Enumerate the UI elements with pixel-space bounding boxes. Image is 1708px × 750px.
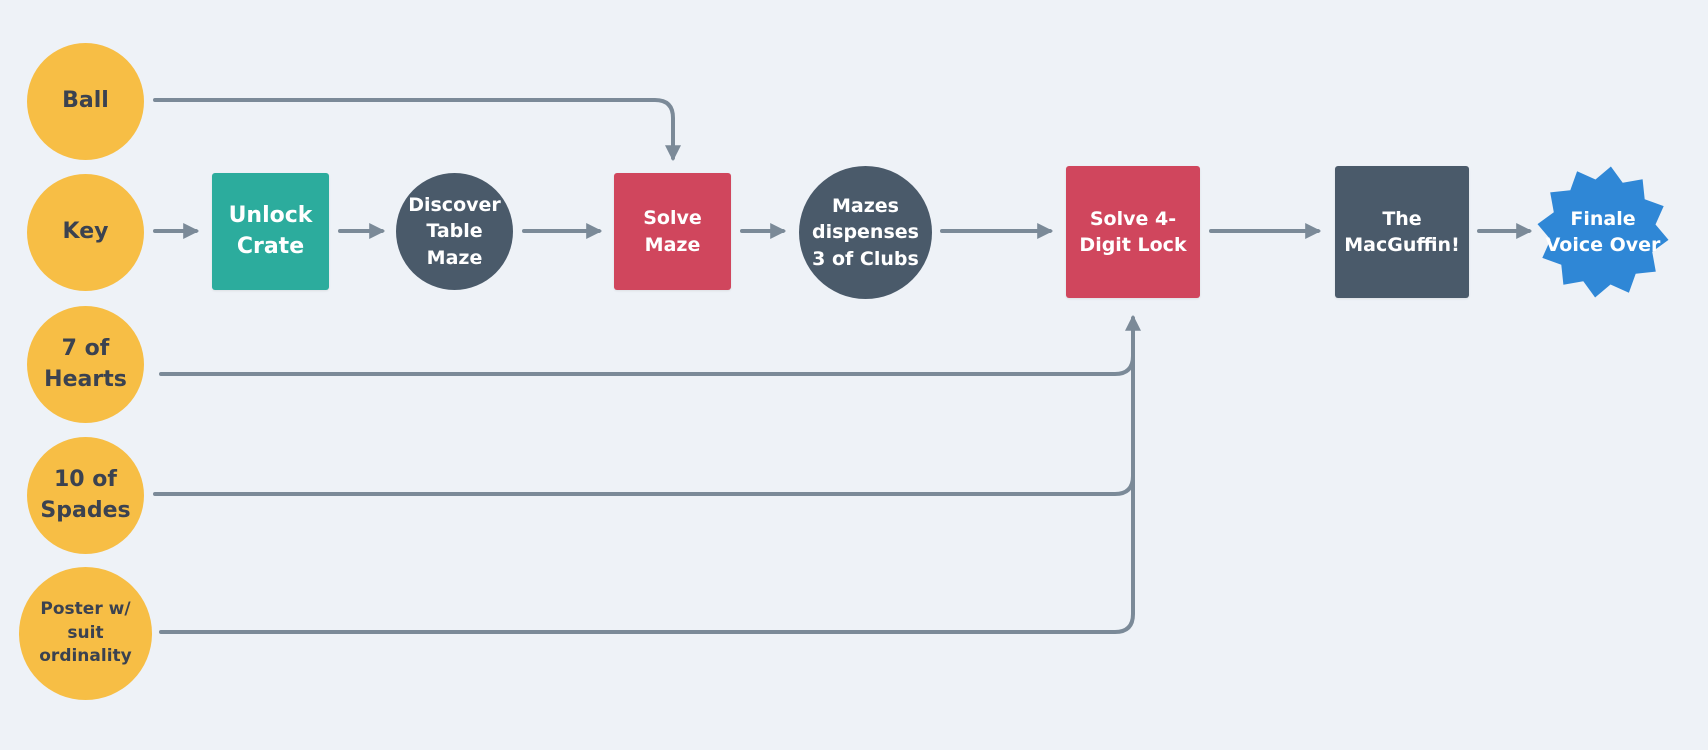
edge-poster-to-solve-lock [159, 314, 1141, 634]
discover-maze-label: Discover Table Maze [408, 194, 501, 269]
edge-seven-hearts-to-solve-lock [159, 354, 1135, 376]
edge-ball-to-solve-maze [153, 98, 681, 162]
mazes-dispense-node: Mazes dispenses 3 of Clubs [799, 166, 932, 299]
item-poster-label: Poster w/ suit ordinality [39, 599, 132, 667]
item-ball-label: Ball [62, 88, 109, 114]
discover-maze-node: Discover Table Maze [396, 173, 513, 290]
item-ball-node: Ball [27, 43, 144, 160]
finale-label: Finale Voice Over [1545, 207, 1661, 256]
unlock-crate-node: Unlock Crate [212, 173, 329, 290]
item-key-node: Key [27, 174, 144, 291]
finale-node: Finale Voice Over [1536, 165, 1670, 299]
solve-lock-node: Solve 4- Digit Lock [1066, 166, 1200, 298]
item-key-label: Key [62, 219, 109, 245]
starburst-shape [1537, 166, 1669, 298]
item-poster-node: Poster w/ suit ordinality [19, 567, 152, 700]
item-seven-hearts-label: 7 of Hearts [44, 336, 127, 392]
macguffin-node: The MacGuffin! [1335, 166, 1469, 298]
item-ten-spades-node: 10 of Spades [27, 437, 144, 554]
item-seven-hearts-node: 7 of Hearts [27, 306, 144, 423]
mazes-dispense-label: Mazes dispenses 3 of Clubs [812, 195, 919, 270]
solve-lock-label: Solve 4- Digit Lock [1079, 207, 1187, 256]
solve-maze-node: Solve Maze [614, 173, 731, 290]
macguffin-label: The MacGuffin! [1344, 207, 1460, 256]
edge-ten-spades-to-solve-lock [153, 474, 1135, 496]
item-ten-spades-label: 10 of Spades [40, 467, 131, 523]
solve-maze-label: Solve Maze [643, 207, 702, 256]
unlock-crate-label: Unlock Crate [228, 203, 313, 259]
